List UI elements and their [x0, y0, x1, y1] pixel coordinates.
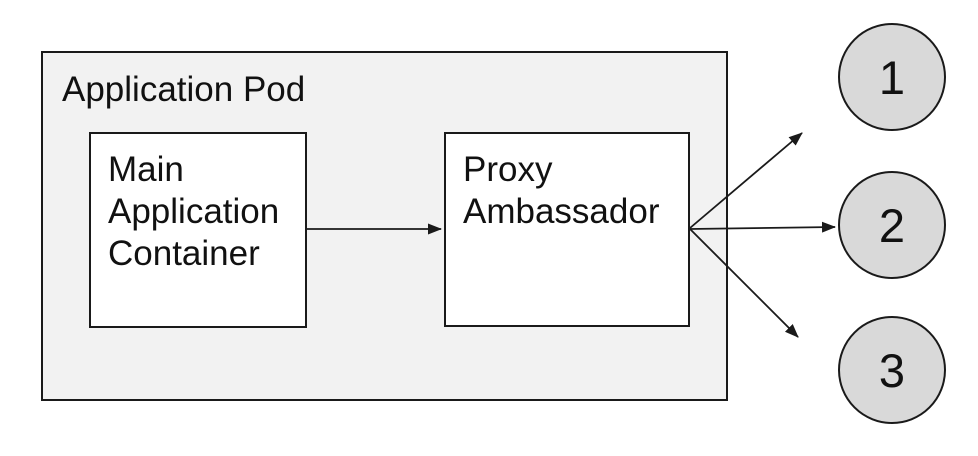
endpoint-circle-1: 1	[838, 23, 946, 131]
endpoint-circle-3: 3	[838, 316, 946, 424]
endpoint-circle-1-label: 1	[878, 50, 906, 104]
application-pod-label: Application Pod	[62, 70, 306, 109]
endpoint-circle-2-label: 2	[878, 198, 906, 252]
endpoint-circle-3-label: 3	[878, 343, 906, 397]
endpoint-circle-2: 2	[838, 171, 946, 279]
node-proxy-ambassador: Proxy Ambassador	[444, 132, 690, 327]
node-proxy-ambassador-label: Proxy Ambassador	[463, 150, 660, 231]
node-main-application-container: Main Application Container	[89, 132, 307, 328]
node-main-application-container-label: Main Application Container	[108, 150, 280, 273]
